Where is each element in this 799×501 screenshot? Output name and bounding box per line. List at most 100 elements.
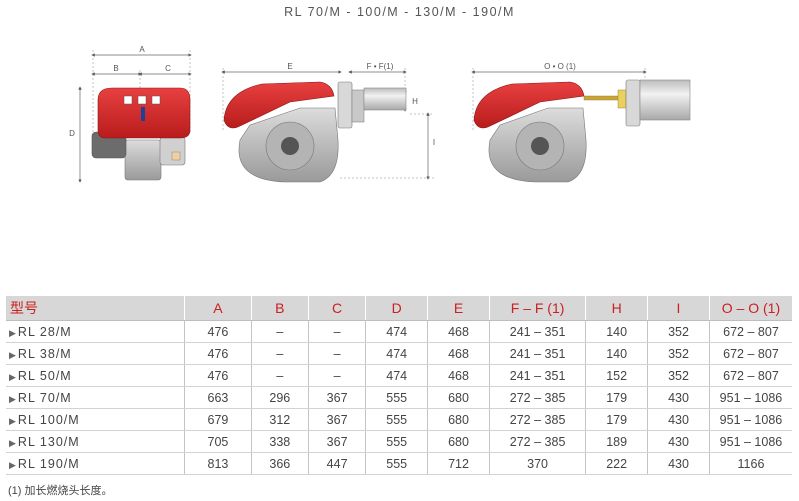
table-cell: 672 – 807 bbox=[708, 342, 792, 365]
table-cell: 338 bbox=[250, 430, 309, 453]
table-cell: 672 – 807 bbox=[708, 320, 792, 343]
table-cell: 272 – 385 bbox=[488, 408, 586, 431]
triangle-right-icon: ▶ bbox=[9, 327, 16, 338]
dim-label-i: I bbox=[433, 138, 435, 147]
model-name: RL 50/M bbox=[17, 368, 72, 383]
table-cell: 272 – 385 bbox=[488, 430, 586, 453]
triangle-right-icon: ▶ bbox=[9, 393, 16, 404]
table-cell: 241 – 351 bbox=[488, 342, 586, 365]
header-c: C bbox=[307, 296, 366, 321]
table-cell: 680 bbox=[427, 430, 490, 453]
open-view-diagram: O • O (1) bbox=[471, 62, 691, 183]
model-name: RL 190/M bbox=[17, 456, 80, 471]
table-cell: 951 – 1086 bbox=[708, 386, 792, 409]
table-cell: 680 bbox=[427, 408, 490, 431]
header-a: A bbox=[184, 296, 252, 321]
side-view-diagram: E F • F(1) H I bbox=[221, 62, 435, 183]
triangle-right-icon: ▶ bbox=[9, 459, 16, 470]
table-cell: 367 bbox=[307, 408, 366, 431]
table-cell: 476 bbox=[184, 320, 252, 343]
table-cell: 555 bbox=[365, 386, 428, 409]
table-cell: – bbox=[307, 320, 366, 343]
model-cell: ▶RL 28/M bbox=[6, 320, 185, 343]
table-cell: 680 bbox=[427, 386, 490, 409]
footnote: (1) 加长燃烧头长度。 bbox=[8, 485, 113, 497]
table-cell: 468 bbox=[427, 342, 490, 365]
table-cell: – bbox=[250, 342, 309, 365]
table-cell: 367 bbox=[307, 430, 366, 453]
header-e: E bbox=[427, 296, 490, 321]
table-cell: 447 bbox=[307, 452, 366, 475]
table-cell: 468 bbox=[427, 364, 490, 387]
table-cell: 474 bbox=[365, 320, 428, 343]
table-header-row: 型号 A B C D E F – F (1) H I O – O (1) bbox=[6, 296, 792, 321]
table-cell: 430 bbox=[647, 430, 710, 453]
table-cell: 366 bbox=[250, 452, 309, 475]
triangle-right-icon: ▶ bbox=[9, 349, 16, 360]
dim-label-oo: O • O (1) bbox=[544, 62, 576, 71]
table-cell: 352 bbox=[647, 320, 710, 343]
dim-label-c: C bbox=[165, 64, 171, 73]
table-cell: 813 bbox=[184, 452, 252, 475]
table-cell: 140 bbox=[585, 320, 648, 343]
table-cell: 296 bbox=[250, 386, 309, 409]
triangle-right-icon: ▶ bbox=[9, 371, 16, 382]
page-title: RL 70/M - 100/M - 130/M - 190/M bbox=[284, 5, 515, 19]
header-model: 型号 bbox=[6, 296, 185, 321]
dimensions-table: 型号 A B C D E F – F (1) H I O – O (1) ▶RL… bbox=[6, 296, 792, 475]
table-cell: 555 bbox=[365, 452, 428, 475]
header-f-f1: F – F (1) bbox=[488, 296, 586, 321]
table-cell: – bbox=[250, 364, 309, 387]
model-name: RL 130/M bbox=[17, 434, 80, 449]
table-cell: – bbox=[307, 364, 366, 387]
table-cell: 352 bbox=[647, 364, 710, 387]
table-cell: – bbox=[307, 342, 366, 365]
table-cell: 312 bbox=[250, 408, 309, 431]
model-cell: ▶RL 38/M bbox=[6, 342, 185, 365]
triangle-right-icon: ▶ bbox=[9, 415, 16, 426]
table-cell: 370 bbox=[488, 452, 586, 475]
table-cell: 367 bbox=[307, 386, 366, 409]
burner-dimension-diagrams: A B C D E F • F(1) H I bbox=[69, 45, 691, 183]
header-o-o1: O – O (1) bbox=[708, 296, 792, 321]
table-cell: 663 bbox=[184, 386, 252, 409]
table-cell: 140 bbox=[585, 342, 648, 365]
header-b: B bbox=[250, 296, 309, 321]
front-view-diagram: A B C D bbox=[69, 45, 192, 183]
dim-label-b: B bbox=[113, 64, 118, 73]
model-name: RL 70/M bbox=[17, 390, 72, 405]
header-h: H bbox=[585, 296, 648, 321]
table-cell: 152 bbox=[585, 364, 648, 387]
table-cell: 430 bbox=[647, 452, 710, 475]
table-cell: 222 bbox=[585, 452, 648, 475]
model-name: RL 100/M bbox=[17, 412, 80, 427]
table-cell: 430 bbox=[647, 386, 710, 409]
table-cell: 474 bbox=[365, 342, 428, 365]
table-cell: 468 bbox=[427, 320, 490, 343]
model-cell: ▶RL 190/M bbox=[6, 452, 185, 475]
table-cell: 352 bbox=[647, 342, 710, 365]
table-cell: 430 bbox=[647, 408, 710, 431]
table-cell: 951 – 1086 bbox=[708, 430, 792, 453]
dim-label-e: E bbox=[287, 62, 292, 71]
table-cell: 555 bbox=[365, 408, 428, 431]
model-cell: ▶RL 70/M bbox=[6, 386, 185, 409]
table-cell: 179 bbox=[585, 386, 648, 409]
table-cell: 179 bbox=[585, 408, 648, 431]
model-cell: ▶RL 130/M bbox=[6, 430, 185, 453]
dim-label-d: D bbox=[69, 129, 75, 138]
table-cell: 241 – 351 bbox=[488, 320, 586, 343]
table-cell: 476 bbox=[184, 342, 252, 365]
table-cell: 555 bbox=[365, 430, 428, 453]
model-name: RL 28/M bbox=[17, 324, 72, 339]
model-cell: ▶RL 50/M bbox=[6, 364, 185, 387]
table-cell: 272 – 385 bbox=[488, 386, 586, 409]
header-d: D bbox=[365, 296, 428, 321]
